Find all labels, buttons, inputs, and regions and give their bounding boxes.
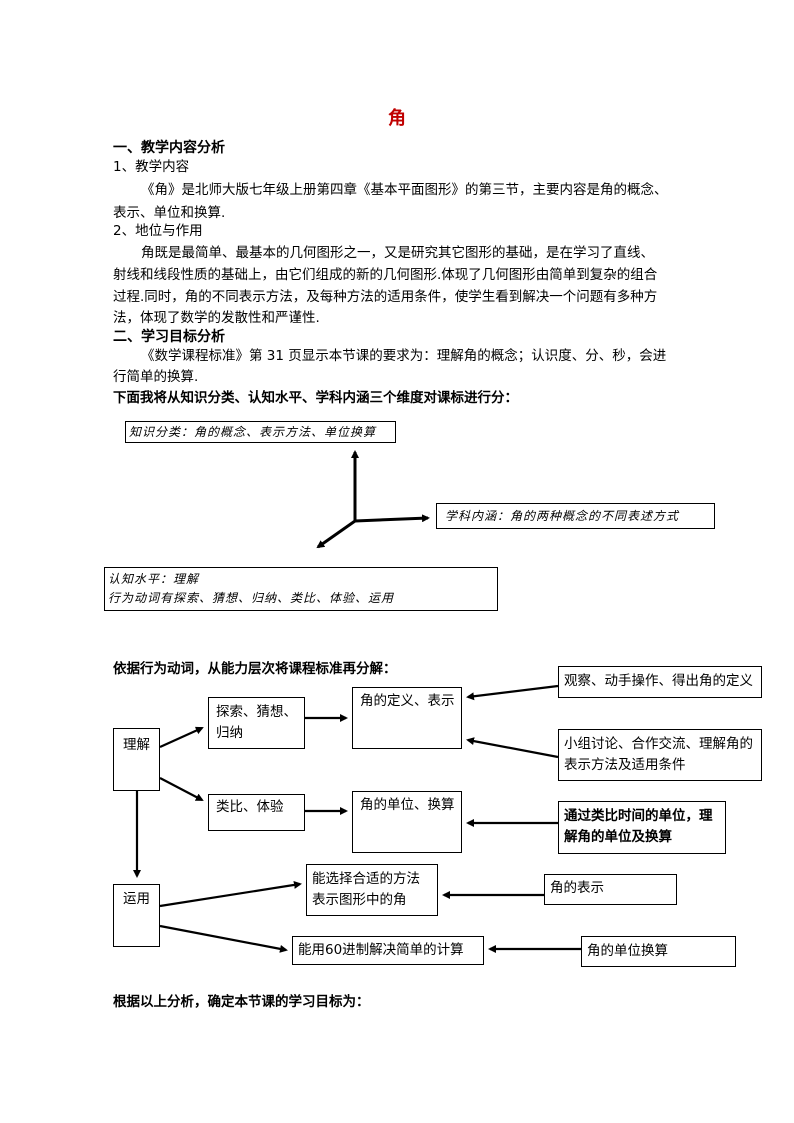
- choose-line2: 表示图形中的角: [312, 892, 407, 908]
- time-box: 通过类比时间的单位，理 解角的单位及换算: [558, 801, 726, 854]
- calc-box: 能用60进制解决简单的计算: [292, 936, 484, 965]
- axis-right-arrow: [354, 514, 430, 523]
- knowledge-box: 知识分类：角的概念、表示方法、单位换算: [125, 421, 396, 443]
- group-line1: 小组讨论、合作交流、理解角的: [564, 736, 753, 752]
- apply-box: 运用: [113, 884, 160, 947]
- cognitive-box: 认知水平：理解 行为动词有探索、猜想、归纳、类比、体验、运用: [104, 567, 498, 611]
- arrow-understand-explore: [159, 726, 204, 749]
- arrow-apply-choose: [159, 880, 302, 908]
- section2-line1: 《数学课程标准》第 31 页显示本节课的要求为：理解角的概念；认识度、分、秒，会…: [141, 348, 667, 364]
- unit-box: 角的单位、换算: [352, 791, 462, 853]
- understand-box: 理解: [113, 728, 160, 791]
- cognitive-line1: 认知水平：理解: [108, 572, 200, 586]
- time-line1: 通过类比时间的单位，理: [564, 808, 713, 824]
- time-line2: 解角的单位及换算: [564, 829, 672, 845]
- section1-para2-line1: 角既是最简单、最基本的几何图形之一，又是研究其它图形的基础，是在学习了直线、: [141, 245, 654, 261]
- section1-sub1: 1、教学内容: [113, 159, 190, 175]
- cognitive-line2: 行为动词有探索、猜想、归纳、类比、体验、运用: [108, 591, 395, 605]
- section1-para2-line4: 法，体现了数学的发散性和严谨性.: [113, 310, 320, 326]
- flow-intro: 依据行为动词，从能力层次将课程标准再分解：: [113, 661, 397, 677]
- page-title: 角: [388, 108, 406, 129]
- group-box: 小组讨论、合作交流、理解角的 表示方法及适用条件: [558, 729, 762, 781]
- conclusion: 根据以上分析，确定本节课的学习目标为：: [113, 994, 370, 1010]
- choose-box: 能选择合适的方法 表示图形中的角: [306, 864, 438, 916]
- representation-box: 角的表示: [544, 874, 677, 905]
- arrow-observe-definition: [466, 684, 559, 701]
- section1-para1-line2: 表示、单位和换算.: [113, 205, 226, 221]
- arrow-group-definition: [466, 737, 559, 759]
- definition-box: 角的定义、表示: [352, 687, 462, 749]
- section1-para2-line2: 射线和线段性质的基础上，由它们组成的新的几何图形.体现了几何图形由简单到复杂的组…: [113, 267, 658, 283]
- section2-intro: 下面我将从知识分类、认知水平、学科内涵三个维度对课标进行分：: [113, 390, 518, 406]
- arrow-apply-calc: [159, 924, 288, 953]
- section1-para2-line3: 过程.同时，角的不同表示方法，及每种方法的适用条件，使学生看到解决一个问题有多种…: [113, 289, 658, 305]
- arrow-understand-analogy: [159, 777, 204, 801]
- group-line2: 表示方法及适用条件: [564, 757, 686, 773]
- choose-line1: 能选择合适的方法: [312, 871, 420, 887]
- axis-down-left-arrow: [316, 519, 356, 549]
- section2-heading: 二、学习目标分析: [113, 329, 225, 345]
- observe-box: 观察、动手操作、得出角的定义: [558, 666, 762, 698]
- section1-sub2: 2、地位与作用: [113, 223, 203, 239]
- section1-heading: 一、教学内容分析: [113, 140, 225, 156]
- analogy-box: 类比、体验: [208, 794, 305, 831]
- section2-line2: 行简单的换算.: [113, 369, 199, 385]
- explore-line2: 归纳: [216, 725, 243, 741]
- explore-line1: 探索、猜想、: [216, 704, 297, 720]
- section1-para1-line1: 《角》是北师大版七年级上册第四章《基本平面图形》的第三节，主要内容是角的概念、: [141, 182, 668, 198]
- subject-box: 学科内涵：角的两种概念的不同表述方式: [436, 503, 715, 529]
- unit-calc-box: 角的单位换算: [581, 936, 736, 967]
- explore-box: 探索、猜想、 归纳: [208, 697, 305, 749]
